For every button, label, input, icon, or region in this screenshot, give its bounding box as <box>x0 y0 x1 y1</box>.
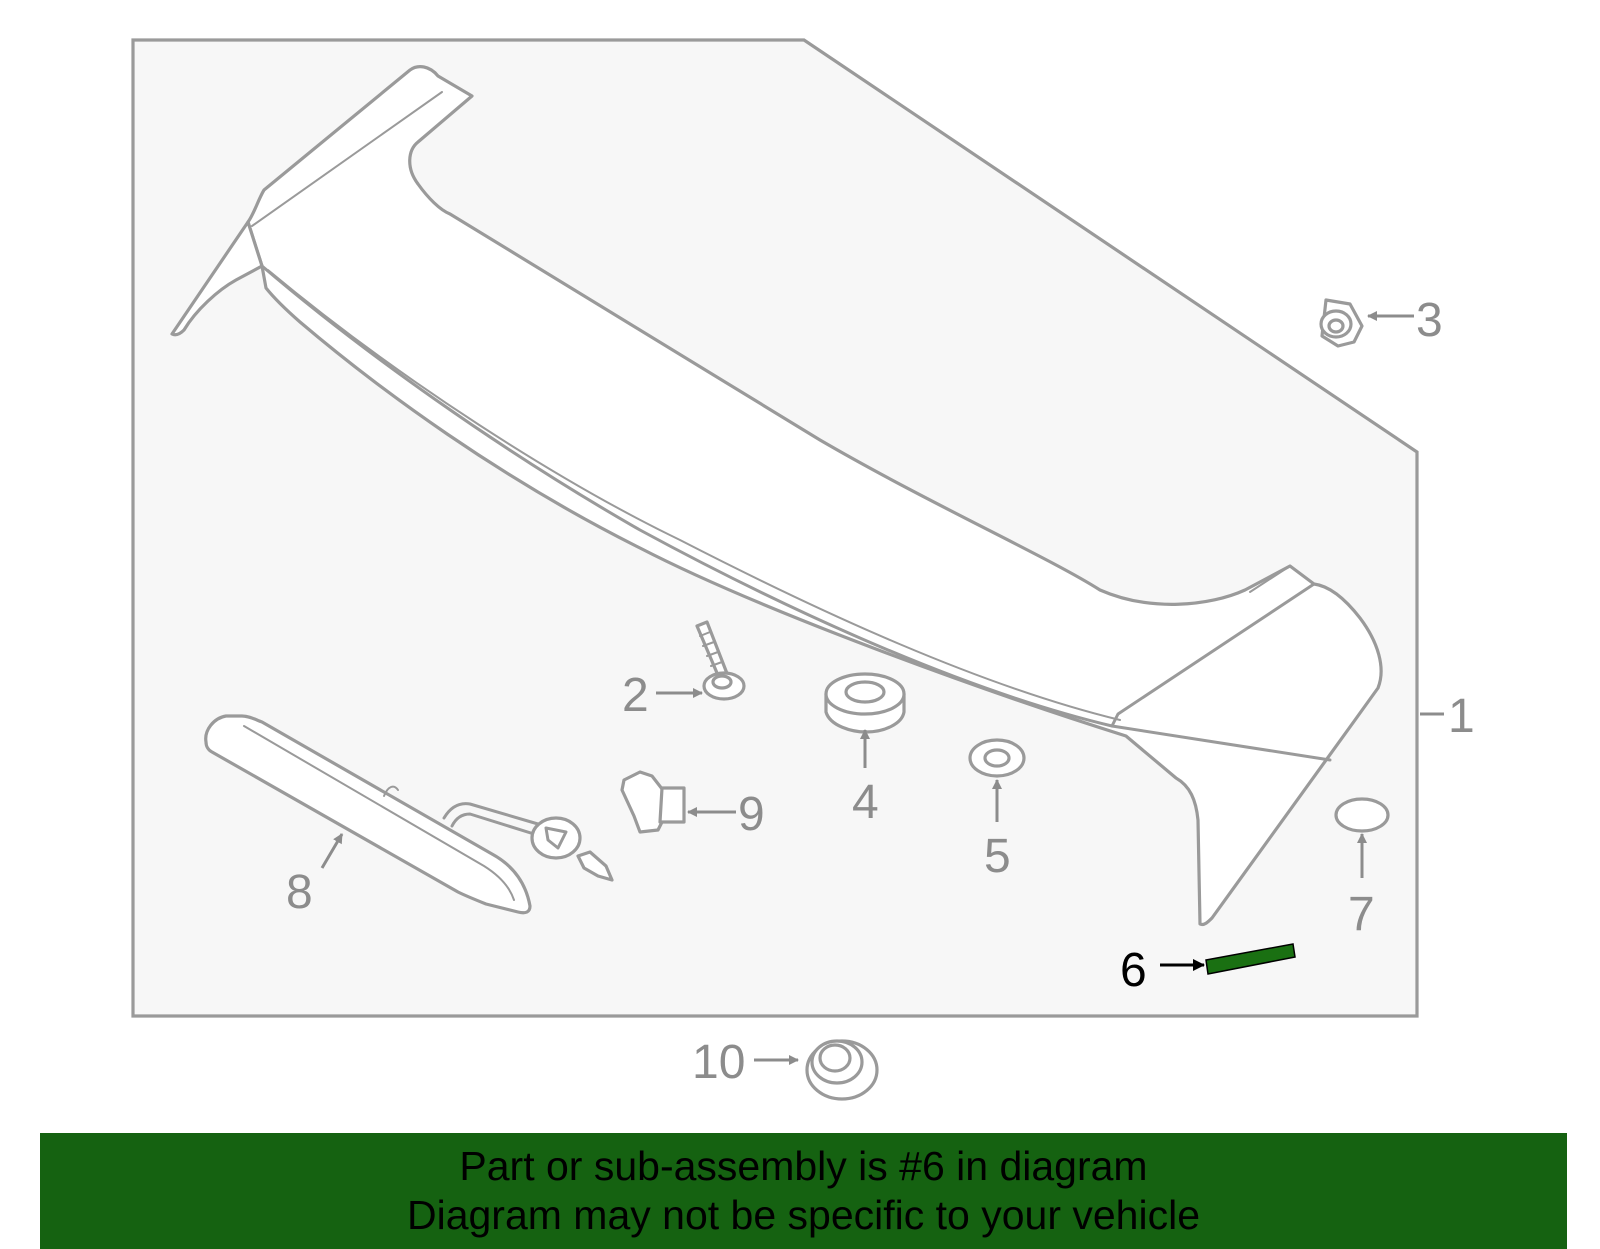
clip-part-9 <box>620 770 686 834</box>
callout-4: 4 <box>852 776 879 829</box>
callout-7: 7 <box>1348 888 1375 941</box>
grommet-part-4 <box>824 672 906 734</box>
lamp-part-8 <box>204 714 614 915</box>
info-banner: Part or sub-assembly is #6 in diagram Di… <box>40 1133 1567 1249</box>
callout-1: 1 <box>1448 690 1475 743</box>
callout-8: 8 <box>286 866 313 919</box>
washer-part-5 <box>968 738 1026 778</box>
callout-6: 6 <box>1120 944 1147 997</box>
callout-5: 5 <box>984 830 1011 883</box>
callout-9: 9 <box>738 788 765 841</box>
callout-2: 2 <box>622 669 649 722</box>
banner-line-2: Diagram may not be specific to your vehi… <box>406 1192 1200 1238</box>
callout-10: 10 <box>692 1036 745 1089</box>
callout-3: 3 <box>1416 294 1443 347</box>
leader-8 <box>320 833 344 869</box>
spoiler-assembly <box>170 65 1383 927</box>
nut-part-3 <box>1319 298 1364 348</box>
banner-line-1: Part or sub-assembly is #6 in diagram <box>459 1143 1148 1189</box>
screw-part-2 <box>695 620 746 701</box>
tape-part-6-highlighted <box>1205 943 1296 975</box>
plug-part-10 <box>805 1039 879 1101</box>
pad-part-7 <box>1334 797 1390 833</box>
